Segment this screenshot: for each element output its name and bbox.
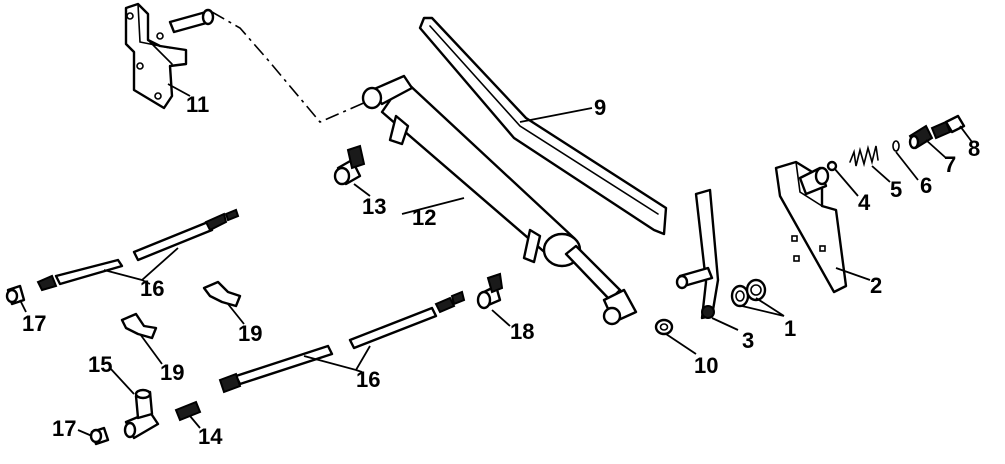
- part-9-bar: [418, 16, 668, 236]
- callout-16-lower: 16: [356, 367, 380, 392]
- callout-14: 14: [198, 424, 223, 449]
- part-2-plate-bracket: [774, 160, 848, 294]
- callout-3: 3: [742, 328, 754, 353]
- part-16-line-upper: [36, 208, 240, 292]
- part-14-nipple: [174, 400, 202, 422]
- part-1-washers: [730, 278, 767, 308]
- callout-8: 8: [968, 136, 980, 161]
- callout-2: 2: [870, 273, 882, 298]
- part-19-clamp-lower: [120, 312, 158, 340]
- callout-11: 11: [186, 92, 209, 117]
- callout-labels: 1 2 3 4 5 6 7 8 9 10 11 12 13 14 15 16 1…: [22, 92, 980, 449]
- callout-10: 10: [694, 353, 718, 378]
- callout-15: 15: [88, 352, 112, 377]
- part-5-spring: [849, 144, 879, 168]
- callout-9: 9: [594, 95, 606, 120]
- callout-5: 5: [890, 177, 902, 202]
- callout-13: 13: [362, 194, 386, 219]
- part-8-cap-screw: [930, 114, 966, 140]
- leader-lines: [19, 83, 973, 437]
- part-7-adjuster: [908, 124, 934, 150]
- part-3-lever: [675, 188, 720, 320]
- callout-7: 7: [944, 152, 956, 177]
- callout-19-lower: 19: [160, 360, 184, 385]
- callout-12: 12: [412, 205, 436, 230]
- part-19-clamp-upper: [202, 280, 242, 308]
- part-15-tee-block: [123, 388, 160, 440]
- part-17-fitting-lower: [89, 426, 110, 446]
- callout-6: 6: [920, 173, 932, 198]
- part-12-hydraulic-cylinder: [361, 74, 638, 326]
- callout-1: 1: [784, 316, 796, 341]
- callout-18: 18: [510, 319, 534, 344]
- part-6-ring: [892, 140, 900, 152]
- part-13-elbow-fitting: [333, 144, 366, 186]
- part-11-mounting-bracket: [124, 2, 215, 110]
- part-10-washer: [654, 318, 674, 336]
- callout-19-upper: 19: [238, 321, 262, 346]
- callout-16-upper: 16: [140, 276, 164, 301]
- part-18-elbow-fitting: [476, 272, 504, 310]
- part-16-line-lower: [218, 290, 466, 394]
- part-17-fitting-upper: [5, 284, 26, 306]
- assembly-dash-line: [211, 11, 367, 123]
- callout-4: 4: [858, 190, 871, 215]
- callout-17-upper: 17: [22, 311, 46, 336]
- callout-17-lower: 17: [52, 416, 76, 441]
